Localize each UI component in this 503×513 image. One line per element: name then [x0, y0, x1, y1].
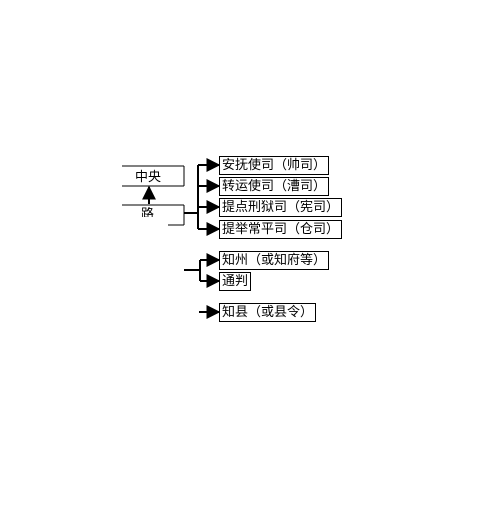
office-zhizhou: 知州（或知府等）: [219, 251, 330, 270]
central-label: 中央: [135, 170, 162, 185]
office-zhuanyun: 转运使司（漕司）: [219, 177, 330, 196]
office-tiju-changping: 提举常平司（仓司）: [219, 220, 343, 239]
lu-label-fragment: 路: [141, 207, 155, 217]
office-tidian-xingyu: 提点刑狱司（宪司）: [219, 198, 343, 217]
office-anfu: 安抚使司（帅司）: [219, 156, 330, 175]
office-tongpan: 通判: [219, 272, 252, 291]
office-zhixian: 知县（或县令）: [219, 303, 317, 322]
